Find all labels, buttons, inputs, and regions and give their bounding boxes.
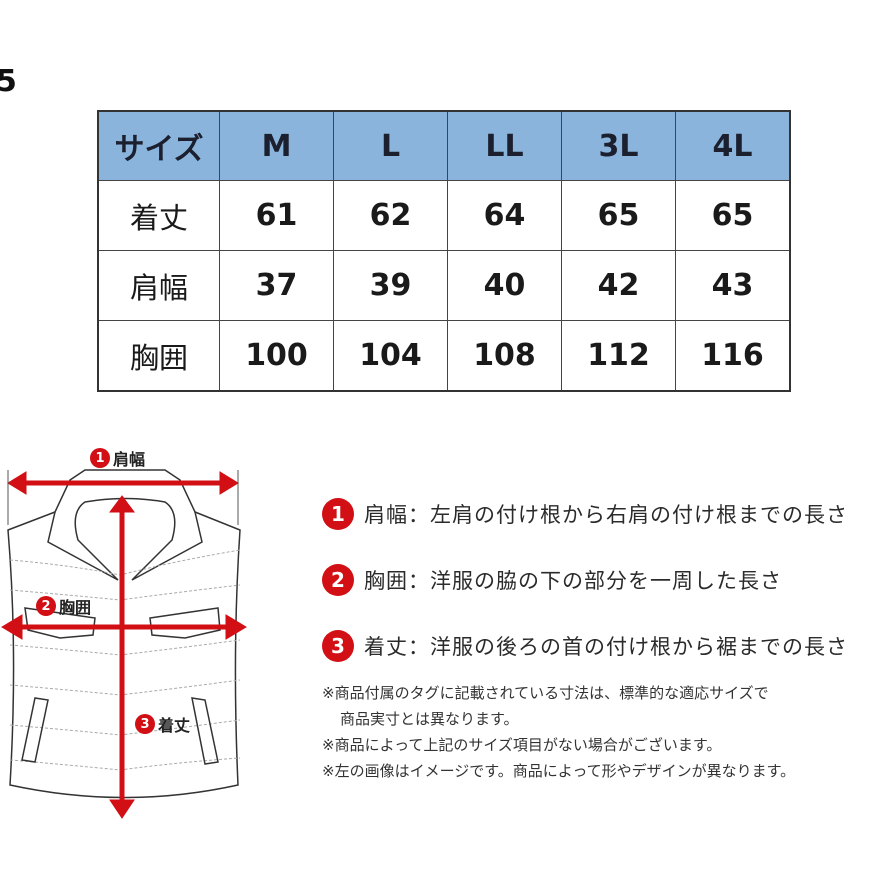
size-table: サイズ M L LL 3L 4L 着丈 61 62 64 65 65 肩幅 37… — [97, 110, 791, 392]
table-cell: 104 — [333, 320, 448, 392]
number-3-icon: 3 — [322, 630, 354, 662]
table-cell: 61 — [219, 180, 334, 251]
diagram-label-shoulder: 1 肩幅 — [90, 446, 145, 470]
note-line: ※商品によって上記のサイズ項目がない場合がございます。 — [322, 736, 722, 754]
legend-item-length: 3 着丈：洋服の後ろの首の付け根から裾までの長さ — [322, 628, 848, 664]
diagram-label-text: 肩幅 — [113, 450, 146, 469]
header-size-3l: 3L — [561, 110, 676, 181]
table-header-row: サイズ M L LL 3L 4L — [97, 110, 791, 181]
vest-illustration-icon — [1, 469, 247, 819]
table-cell: 43 — [675, 250, 791, 321]
section-number: 5 — [0, 64, 17, 99]
table-cell: 108 — [447, 320, 562, 392]
note-line: ※左の画像はイメージです。商品によって形やデザインが異なります。 — [322, 762, 796, 780]
notes: ※商品付属のタグに記載されている寸法は、標準的な適応サイズで 商品実寸とは異なり… — [322, 680, 795, 784]
table-cell: 65 — [675, 180, 791, 251]
table-cell: 39 — [333, 250, 448, 321]
diagram-label-chest: 2 胸囲 — [36, 594, 91, 618]
header-size-m: M — [219, 110, 334, 181]
legend-item-chest: 2 胸囲：洋服の脇の下の部分を一周した長さ — [322, 562, 848, 598]
diagram-label-length: 3 着丈 — [135, 712, 190, 736]
row-label: 肩幅 — [97, 250, 220, 321]
note-line: 商品実寸とは異なります。 — [340, 710, 519, 728]
table-cell: 116 — [675, 320, 791, 392]
vest-measurement-diagram: 1 肩幅 2 胸囲 3 着丈 — [0, 440, 250, 830]
row-label: 胸囲 — [97, 320, 220, 392]
legend-text: 肩幅：左肩の付け根から右肩の付け根までの長さ — [364, 503, 848, 527]
table-row: 着丈 61 62 64 65 65 — [97, 180, 791, 251]
table-cell: 65 — [561, 180, 676, 251]
header-size-4l: 4L — [675, 110, 791, 181]
row-label: 着丈 — [97, 180, 220, 251]
measurement-legend: 1 肩幅：左肩の付け根から右肩の付け根までの長さ 2 胸囲：洋服の脇の下の部分を… — [322, 496, 848, 694]
table-cell: 62 — [333, 180, 448, 251]
diagram-label-text: 胸囲 — [59, 598, 92, 617]
legend-text: 着丈：洋服の後ろの首の付け根から裾までの長さ — [364, 635, 848, 659]
table-row: 胸囲 100 104 108 112 116 — [97, 320, 791, 392]
legend-item-shoulder: 1 肩幅：左肩の付け根から右肩の付け根までの長さ — [322, 496, 848, 532]
table-cell: 40 — [447, 250, 562, 321]
number-2-icon: 2 — [36, 596, 56, 616]
number-1-icon: 1 — [322, 498, 354, 530]
number-3-icon: 3 — [135, 714, 155, 734]
number-2-icon: 2 — [322, 564, 354, 596]
table-cell: 37 — [219, 250, 334, 321]
diagram-label-text: 着丈 — [158, 716, 191, 735]
header-size-label: サイズ — [97, 110, 220, 181]
note-line: ※商品付属のタグに記載されている寸法は、標準的な適応サイズで — [322, 684, 769, 702]
table-cell: 112 — [561, 320, 676, 392]
header-size-l: L — [333, 110, 448, 181]
table-cell: 42 — [561, 250, 676, 321]
legend-text: 胸囲：洋服の脇の下の部分を一周した長さ — [364, 569, 782, 593]
table-cell: 100 — [219, 320, 334, 392]
table-cell: 64 — [447, 180, 562, 251]
table-row: 肩幅 37 39 40 42 43 — [97, 250, 791, 321]
header-size-ll: LL — [447, 110, 562, 181]
number-1-icon: 1 — [90, 448, 110, 468]
